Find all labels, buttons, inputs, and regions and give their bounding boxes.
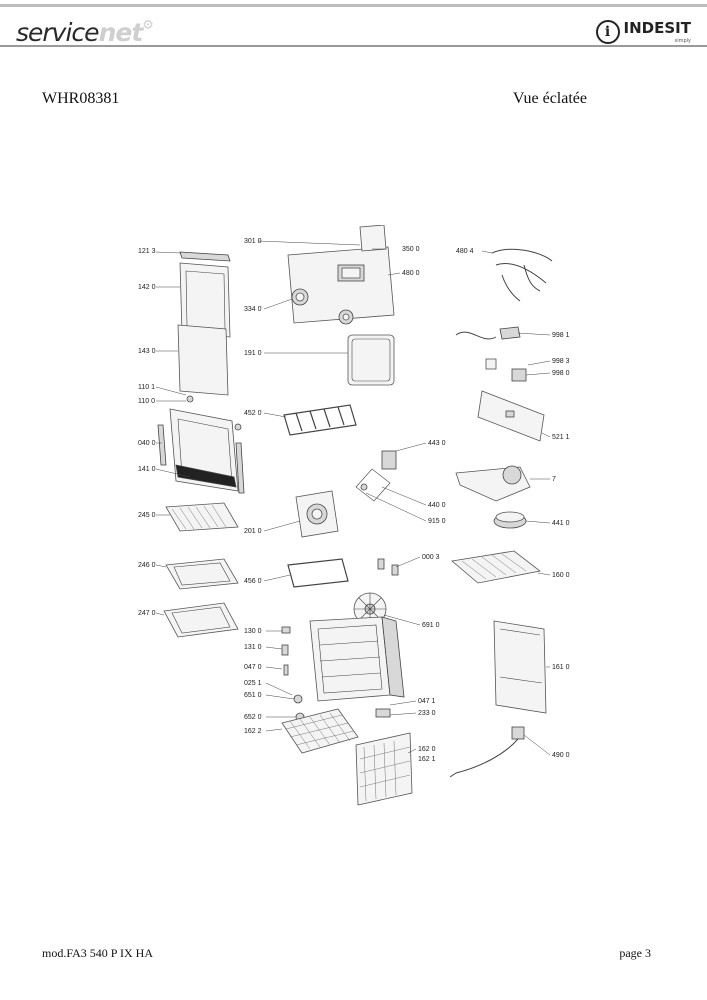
door-hinges [186,395,242,431]
part-label: 121 3 [138,248,156,255]
part-label: 691 0 [422,622,440,629]
part-label: 440 0 [428,502,446,509]
part-label: 131 0 [244,644,262,651]
part-label: 162 1 [418,756,436,763]
part-label: 141 0 [138,466,156,473]
part-label: 142 0 [138,284,156,291]
part-label: 247 0 [138,610,156,617]
door-top-trim [179,251,231,262]
part-label: 160 0 [552,572,570,579]
door-frame [157,408,245,494]
part-label: 245 0 [138,512,156,519]
part-labels: 121 3 142 0 143 0 110 1 110 0 040 0 141 … [138,238,570,763]
part-label: 651 0 [244,692,262,699]
baking-tray-2 [163,602,239,638]
part-label: 652 0 [244,714,262,721]
oven-cavity [309,616,405,702]
part-label: 130 0 [244,628,262,635]
part-label: 143 0 [138,348,156,355]
part-label: 047 1 [418,698,436,705]
cooling-fan-duct [455,465,531,502]
part-label: 191 0 [244,350,262,357]
grid-shelf [165,502,239,532]
rear-fan-cover [295,490,339,538]
part-label: 480 0 [402,270,420,277]
electronic-board [485,358,527,382]
side-panel [493,620,547,714]
part-label: 201 0 [244,528,262,535]
indesit-logo: i INDESIT simply [595,20,691,44]
gear-icon: ⚙ [142,18,154,33]
part-label: 480 4 [456,248,474,255]
header-bar: servicenet⚙ i INDESIT simply [0,0,707,50]
programmer-board [477,390,545,442]
control-knobs [291,288,354,325]
lamp-assembly [377,558,399,576]
part-label: 233 0 [418,710,436,717]
footer-page-number: page 3 [619,946,651,960]
cable-1 [455,326,521,340]
part-label: 998 0 [552,370,570,377]
part-label: 025 1 [244,680,262,687]
part-label: 998 3 [552,358,570,365]
part-label: 443 0 [428,440,446,447]
part-label: 334 0 [244,306,262,313]
part-label: 040 0 [138,440,156,447]
grill-element [283,404,357,436]
bottom-grid [281,708,359,754]
part-label: 998 1 [552,332,570,339]
view-title: Vue éclatée [512,90,587,107]
rear-panel [355,732,413,806]
part-label: 456 0 [244,578,262,585]
model-number: WHR08381 [42,90,120,107]
tangential-fan [493,511,527,529]
part-label: 301 0 [244,238,262,245]
exploded-view-diagram: 121 3 142 0 143 0 110 1 110 0 040 0 141 … [138,225,570,806]
wiring-harness [491,248,553,302]
header-top-rule [0,4,707,7]
top-panel [451,550,541,584]
small-components [281,626,391,722]
part-label: 246 0 [138,562,156,569]
part-label: 521 1 [552,434,570,441]
fan-motor [355,450,397,502]
part-label: 110 0 [138,398,155,405]
part-label: 047 0 [244,664,262,671]
part-label: 452 0 [244,410,262,417]
header-bottom-rule [0,45,707,47]
leader-lines [155,240,551,756]
part-label: 162 0 [418,746,436,753]
baking-tray-1 [165,558,239,590]
part-label: 110 1 [138,384,155,391]
door-seal [347,334,395,386]
part-label: 350 0 [402,246,420,253]
door-inner-glass [177,324,229,396]
part-label: 162 2 [244,728,262,735]
part-label: 7 [552,476,556,483]
panel-bracket [359,225,387,252]
part-label: 915 0 [428,518,446,525]
servicenet-logo: servicenet⚙ [16,18,154,47]
part-label: 000 3 [422,554,440,561]
part-label: 161 0 [552,664,570,671]
part-label: 490 0 [552,752,570,759]
power-cable [449,726,525,778]
footer-model-ref: mod.FA3 540 P IX HA [42,946,154,960]
control-panel [287,246,395,324]
part-label: 441 0 [552,520,570,527]
info-circle-icon: i [595,20,620,44]
circular-element [287,558,349,588]
